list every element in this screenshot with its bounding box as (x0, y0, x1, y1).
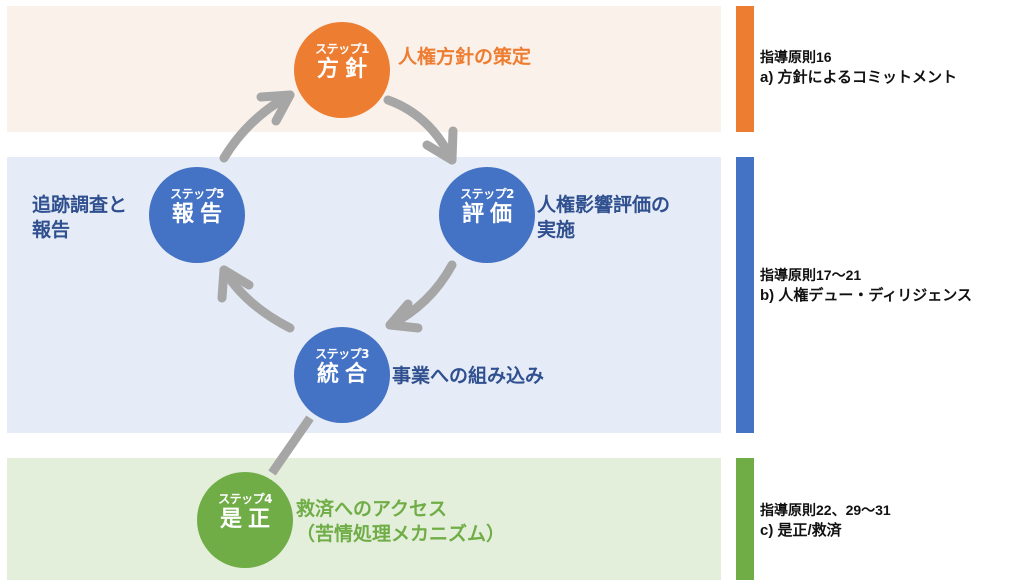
step3-label: ステップ3 (315, 347, 369, 361)
step2-description-line: 実施 (537, 219, 576, 241)
principle-remedy-subtitle: c) 是正/救済 (760, 522, 842, 539)
principle-policy-title: 指導原則16 (760, 49, 832, 65)
step1-circle: ステップ1 方針 (294, 22, 390, 118)
step4-description-line: （苦情処理メカニズム） (296, 523, 506, 545)
step3-description-line: 事業への組み込み (392, 365, 545, 387)
step2-name: 評価 (461, 202, 518, 227)
principle-remedy-title: 指導原則22、29～31 (760, 502, 891, 518)
remedy-band (7, 458, 721, 580)
arrow-step3-to-step5-head (217, 265, 254, 303)
step5-circle: ステップ5 報告 (149, 167, 245, 263)
step1-description-line: 人権方針の策定 (398, 46, 532, 68)
arrow-step1-to-step2 (383, 95, 457, 165)
step4-description-line: 救済へのアクセス (296, 498, 448, 520)
step3-circle: ステップ3 統合 (294, 327, 390, 423)
principle-policy: 指導原則16 a) 方針によるコミットメント (760, 47, 957, 89)
step4-circle: ステップ4 是正 (197, 472, 293, 568)
step1-label: ステップ1 (315, 42, 369, 56)
connector-step3-to-step4 (268, 415, 314, 476)
arrow-step2-to-step3-head (385, 299, 423, 333)
step5-description: 追跡調査と 報告 (32, 193, 127, 243)
step5-label: ステップ5 (170, 187, 224, 201)
step3-name: 統合 (316, 362, 373, 387)
step1-name: 方針 (316, 57, 373, 82)
due-diligence-side-bar (736, 157, 754, 433)
step4-label: ステップ4 (218, 492, 272, 506)
principle-due-diligence-subtitle: b) 人権デュー・ディリジェンス (760, 287, 972, 304)
step5-description-line: 報告 (32, 219, 71, 241)
step4-description: 救済へのアクセス （苦情処理メカニズム） (296, 497, 505, 547)
remedy-side-bar (736, 458, 754, 580)
step3-description: 事業への組み込み (392, 364, 544, 389)
step4-name: 是正 (219, 507, 276, 532)
step2-description: 人権影響評価の 実施 (537, 193, 670, 243)
arrow-step1-to-step2-head (422, 126, 458, 165)
policy-side-bar (736, 6, 754, 132)
arrow-step5-to-step1-head (256, 90, 295, 126)
step5-name: 報告 (171, 202, 228, 227)
principle-policy-subtitle: a) 方針によるコミットメント (760, 69, 958, 86)
step2-circle: ステップ2 評価 (439, 167, 535, 263)
principle-due-diligence: 指導原則17～21 b) 人権デュー・ディリジェンス (760, 265, 972, 307)
step2-label: ステップ2 (460, 187, 514, 201)
step1-description: 人権方針の策定 (398, 45, 531, 70)
principle-remedy: 指導原則22、29～31 c) 是正/救済 (760, 500, 891, 542)
step5-description-line: 追跡調査と (32, 194, 128, 216)
step2-description-line: 人権影響評価の (537, 194, 671, 216)
principle-due-diligence-title: 指導原則17～21 (760, 267, 862, 283)
